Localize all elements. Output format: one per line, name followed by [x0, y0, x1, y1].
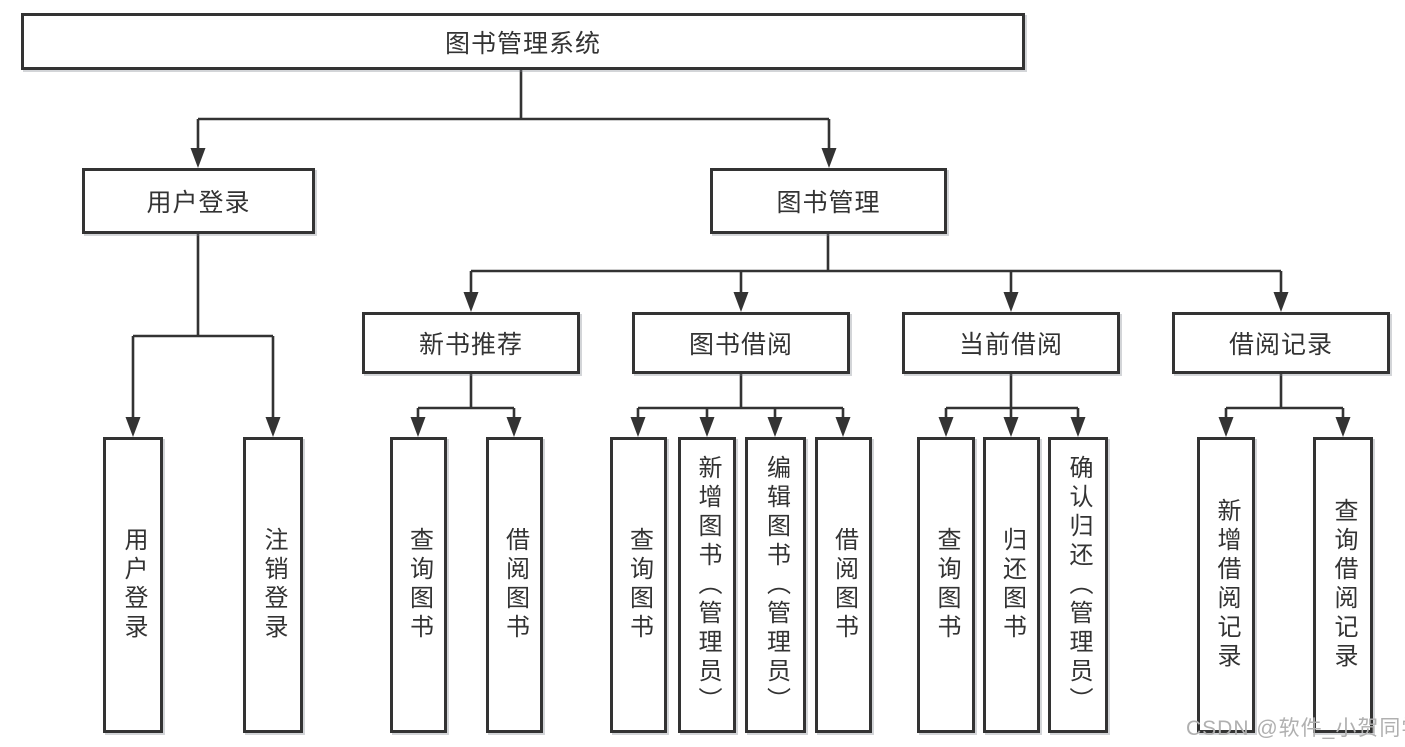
node-leaf-user-login: 用户登录 [103, 437, 163, 733]
node-book-management: 图书管理 [710, 168, 947, 234]
node-leaf-return-books: 归还图书 [983, 437, 1040, 733]
node-leaf-logout: 注销登录 [243, 437, 303, 733]
connector-current-borrow [944, 374, 1080, 419]
node-book-borrowing: 图书借阅 [632, 312, 850, 374]
node-new-book-recommendation: 新书推荐 [362, 312, 580, 374]
node-user-login: 用户登录 [82, 168, 315, 234]
connector-book-borrow [636, 374, 845, 419]
csdn-watermark: CSDN @软件_小贺同学 [1186, 717, 1405, 740]
node-leaf-query-books-recommend: 查询图书 [390, 437, 447, 733]
node-leaf-query-books-current: 查询图书 [917, 437, 975, 733]
connector-user-login [131, 234, 275, 419]
node-leaf-borrow-books-borrowing: 借阅图书 [815, 437, 872, 733]
node-current-borrowing: 当前借阅 [902, 312, 1120, 374]
connector-root [196, 70, 831, 150]
node-leaf-borrow-books-recommend: 借阅图书 [486, 437, 543, 733]
node-library-management-system: 图书管理系统 [21, 13, 1025, 70]
node-borrowing-records: 借阅记录 [1172, 312, 1390, 374]
node-leaf-edit-books-admin: 编辑图书（管理员） [745, 437, 806, 733]
node-leaf-add-books-admin: 新增图书（管理员） [678, 437, 736, 733]
connector-borrow-records [1224, 374, 1345, 419]
connector-book-management [469, 234, 1283, 294]
node-leaf-query-borrow-record: 查询借阅记录 [1313, 437, 1373, 733]
node-leaf-add-borrow-record: 新增借阅记录 [1197, 437, 1255, 733]
node-leaf-confirm-return-admin: 确认归还（管理员） [1048, 437, 1108, 733]
connector-new-book [416, 374, 516, 419]
node-leaf-query-books-borrowing: 查询图书 [610, 437, 667, 733]
